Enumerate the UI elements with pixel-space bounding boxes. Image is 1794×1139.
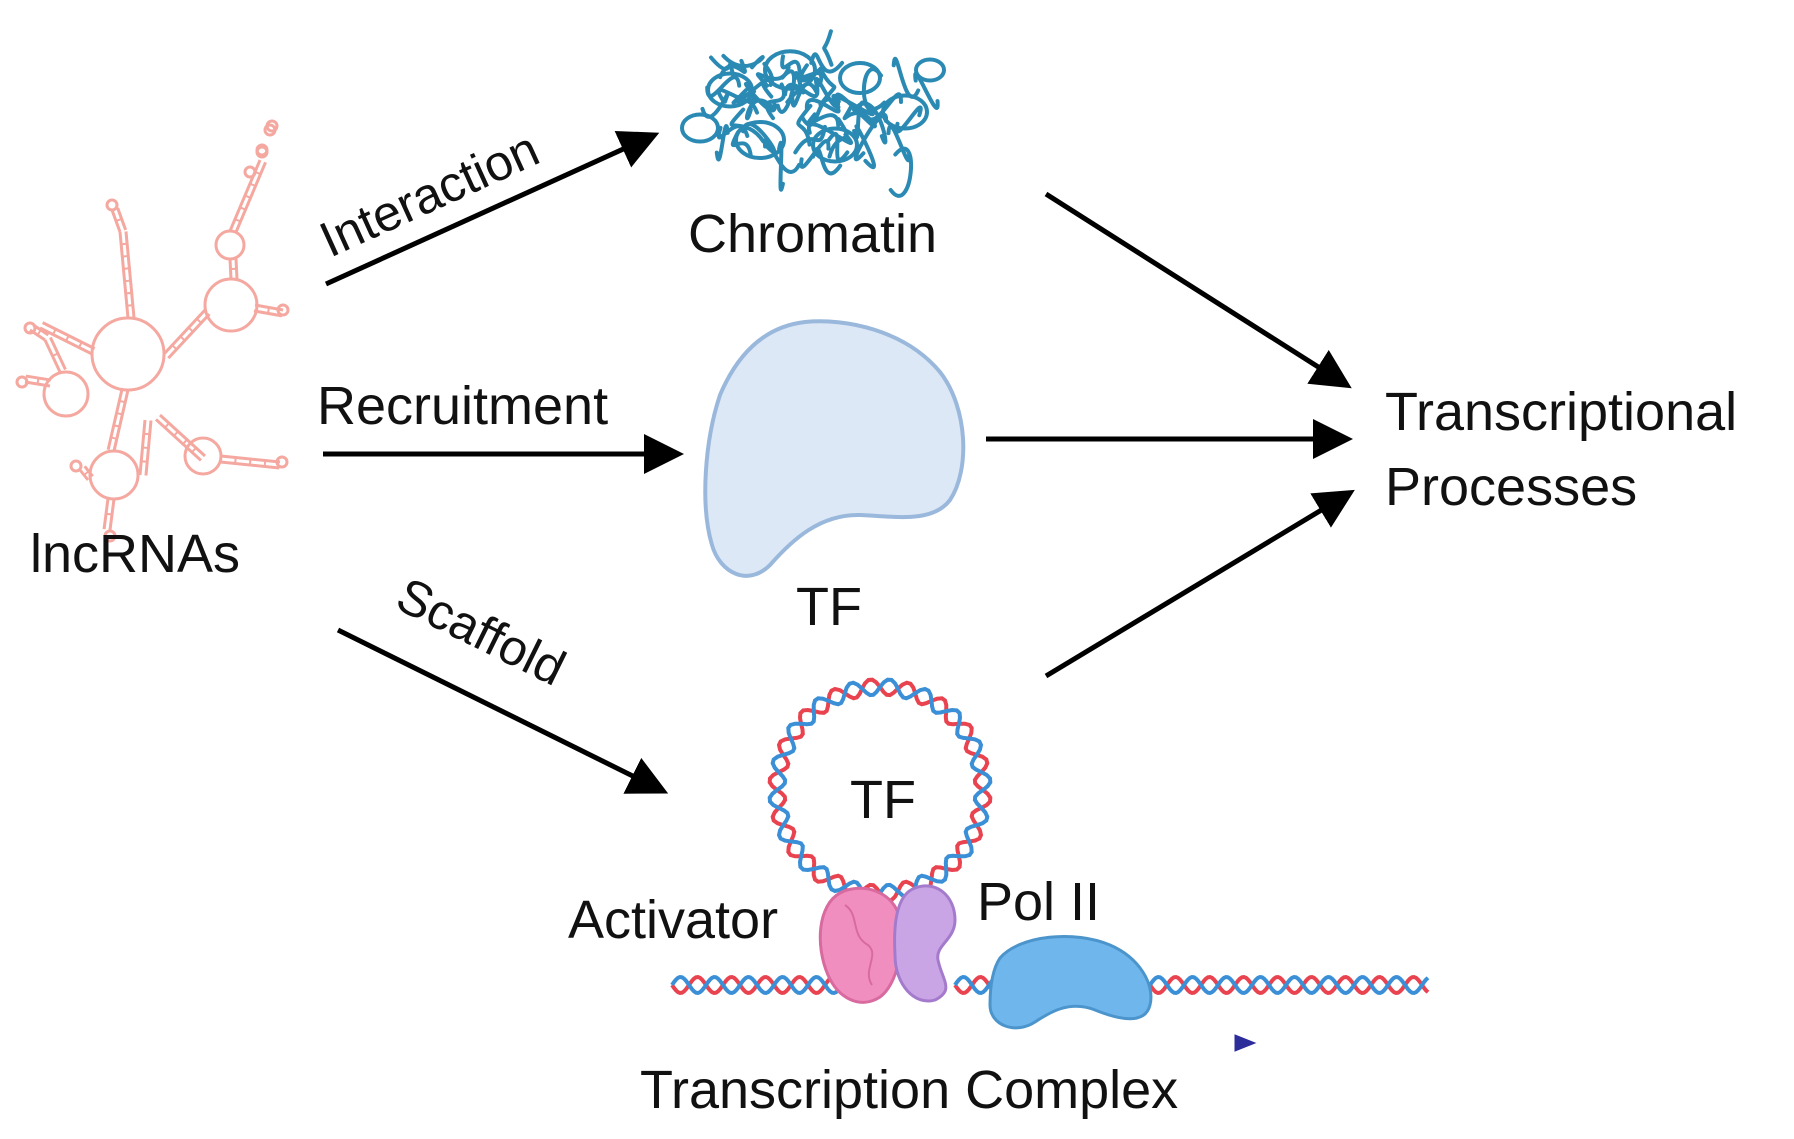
scaffold-label: Scaffold [388, 567, 574, 697]
tf-label: TF [796, 577, 862, 637]
interaction-label: Interaction [311, 121, 547, 268]
transcriptional-processes-label-line1: Transcriptional [1385, 382, 1737, 442]
chromatin-to-process-arrow [1044, 191, 1352, 389]
activator-protein-icon [818, 886, 903, 1004]
transcriptional-processes-label-line2: Processes [1385, 457, 1637, 517]
tf-loop-label: TF [850, 770, 916, 830]
pol-ii-label: Pol II [977, 872, 1100, 932]
cofactor-protein-icon [893, 884, 957, 1003]
interaction-arrow [324, 131, 660, 287]
dna-loop-icon [767, 677, 993, 903]
lncrnas-label: lncRNAs [30, 524, 240, 584]
chromatin-icon [680, 29, 946, 198]
pol-ii-protein-icon [988, 935, 1153, 1030]
lncrna-structure-icon [15, 119, 290, 543]
activator-detail-icon [844, 904, 874, 986]
chromatin-label: Chromatin [688, 204, 937, 264]
recruitment-label: Recruitment [317, 376, 608, 436]
activator-label: Activator [568, 890, 778, 950]
scaffold-arrow [336, 627, 669, 794]
complex-to-process-arrow [1044, 489, 1355, 679]
tf-protein-icon [703, 319, 966, 578]
transcription-complex-label: Transcription Complex [640, 1060, 1178, 1120]
